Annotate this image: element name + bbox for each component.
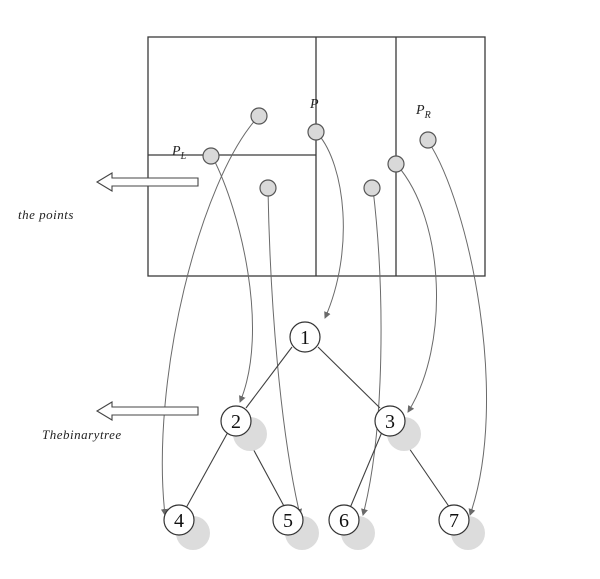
tree-node-3: 3 <box>374 405 421 451</box>
point-pl <box>202 147 220 165</box>
tree-node-5: 5 <box>272 504 319 550</box>
points-arrow-icon <box>95 172 199 192</box>
label-p: P <box>309 97 319 112</box>
edge-1-3 <box>317 346 381 409</box>
mapping-curve-middle-node-6 <box>361 188 382 516</box>
point-space <box>147 36 486 277</box>
node-label-7: 7 <box>449 510 459 532</box>
node-label-2: 2 <box>231 411 241 433</box>
label-pl: PL <box>171 144 187 162</box>
mapping-curve-p-node-1 <box>317 133 344 319</box>
node-label-3: 3 <box>385 411 395 433</box>
point-labels: P PL PR <box>171 97 431 162</box>
node-circle-1 <box>289 321 321 353</box>
point-upper-left <box>250 107 268 125</box>
node-label-1: 1 <box>300 327 310 349</box>
tree-node-1: 1 <box>289 321 321 353</box>
label-pl-main: P <box>171 144 181 159</box>
tree-node-7: 7 <box>438 504 485 550</box>
label-pl-sub: L <box>180 151 187 162</box>
mapping-curve-pr-node-7 <box>427 140 488 516</box>
captions: the points Thebinarytree <box>18 172 199 442</box>
edge-2-4 <box>185 431 229 509</box>
tree-node-2: 2 <box>220 405 267 451</box>
label-pr-sub: R <box>424 110 431 121</box>
label-pr: PR <box>415 103 431 121</box>
point-to-node-mappings <box>160 116 488 516</box>
points <box>202 107 437 197</box>
point-split-right <box>387 155 405 173</box>
node-circle-6 <box>328 504 360 536</box>
label-pr-main: P <box>415 103 425 118</box>
mapping-curve-split-point-node-3 <box>396 164 437 413</box>
node-label-4: 4 <box>174 510 184 532</box>
tree-arrow-icon <box>95 401 199 421</box>
node-circle-2 <box>220 405 252 437</box>
mapping-curve-pl-node-2 <box>212 157 254 403</box>
mapping-curve-upper-left-node-4 <box>160 116 259 516</box>
edge-1-2 <box>245 346 293 409</box>
point-lower-left <box>259 179 277 197</box>
point-pr <box>419 131 437 149</box>
caption-the-points: the points <box>18 207 74 222</box>
mapping-curve-lower-left-node-5 <box>267 188 303 516</box>
tree-node-6: 6 <box>328 504 375 550</box>
edge-3-6 <box>349 431 383 509</box>
tree-node-4: 4 <box>163 504 210 550</box>
node-circle-5 <box>272 504 304 536</box>
point-middle <box>363 179 381 197</box>
tree-nodes: 1 2 3 4 5 6 7 <box>163 321 485 550</box>
node-label-5: 5 <box>283 510 293 532</box>
point-p <box>307 123 325 141</box>
node-circle-3 <box>374 405 406 437</box>
node-circle-4 <box>163 504 195 536</box>
node-label-6: 6 <box>339 510 349 532</box>
node-circle-7 <box>438 504 470 536</box>
caption-the-binary-tree: Thebinarytree <box>42 427 122 442</box>
